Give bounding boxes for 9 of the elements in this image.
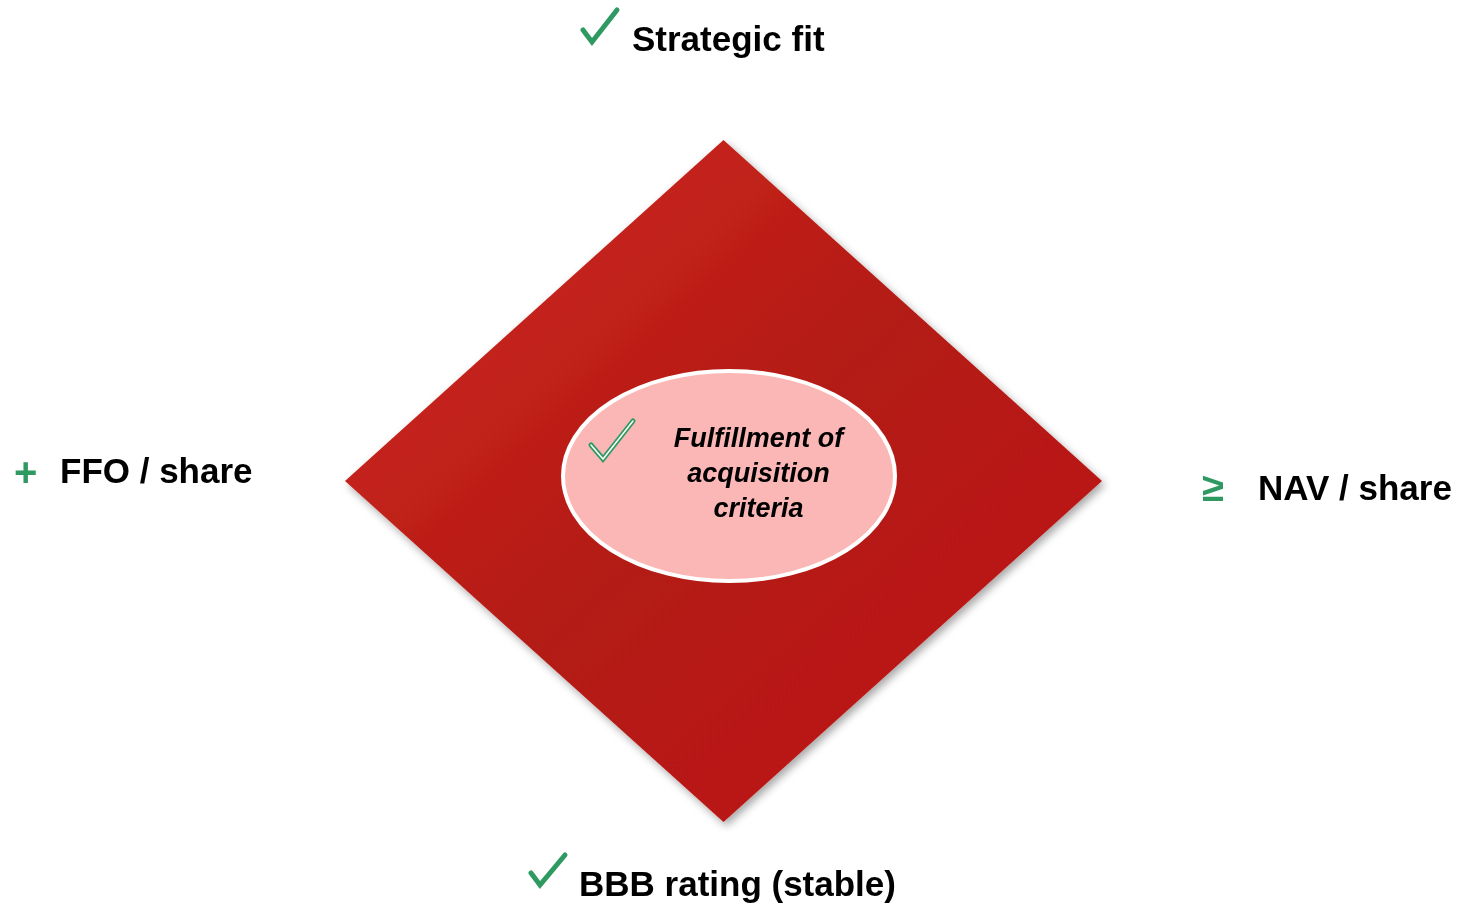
criterion-label: BBB rating (stable) [579,866,896,901]
criteria-text: Fulfillment of acquisition criteria [672,422,847,525]
criterion-label: FFO / share [60,453,253,488]
criterion-label: Strategic fit [632,21,825,56]
criterion-label: NAV / share [1258,470,1452,505]
greater-equal-sign: ≥ [1202,467,1224,507]
plus-sign: + [14,452,38,492]
diamond-shape [345,140,1102,822]
center-ellipse [561,369,897,583]
